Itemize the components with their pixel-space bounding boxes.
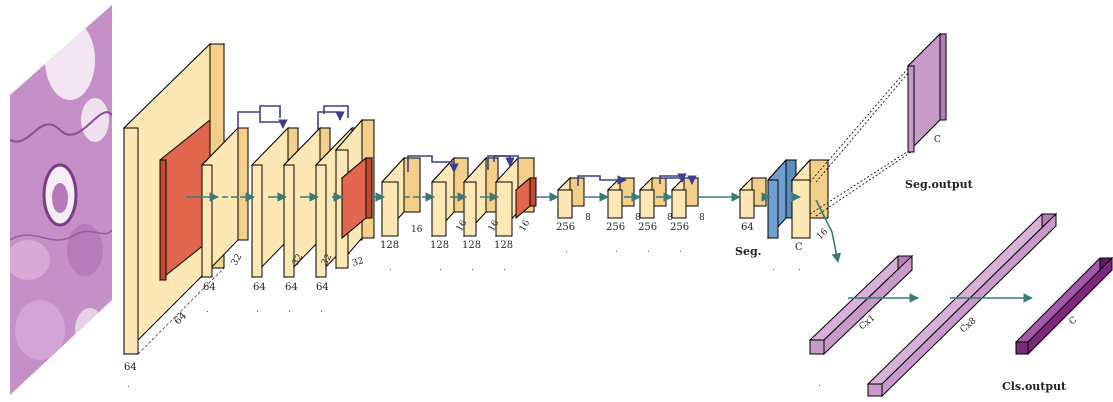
stage1-label-f: 64 bbox=[316, 282, 329, 293]
seg-dot-2: . bbox=[798, 263, 801, 273]
stage3-label-b: 8 bbox=[585, 213, 591, 223]
stage1-label-b: 32 bbox=[230, 253, 244, 268]
stage2-label-h: 16 bbox=[518, 218, 533, 233]
stage3-label-e: 256 bbox=[638, 222, 657, 233]
stage1-label-h: 32 bbox=[351, 256, 365, 269]
stage1-label-c: 64 bbox=[253, 282, 266, 293]
seg-output-block: C Seg.output bbox=[905, 32, 974, 191]
classification-head: Cx1 Cx8 C Cls.output . bbox=[808, 212, 1113, 398]
stage3-dot-4: . bbox=[679, 245, 682, 255]
segmentation-head: 64 Seg. C 16 . . bbox=[735, 158, 830, 273]
stage1-pool bbox=[340, 156, 374, 240]
stage1-dot-4: . bbox=[320, 305, 323, 315]
skip-s1-a bbox=[237, 111, 288, 130]
skip-s2-a bbox=[407, 155, 459, 173]
stage1-blocks: 64 32 64 32 64 64 32 32 . . . . bbox=[200, 118, 376, 315]
stage3-dot-2: . bbox=[615, 245, 618, 255]
stage3-dot-3: . bbox=[647, 245, 650, 255]
skip-s1-b bbox=[259, 105, 281, 118]
stage2-dot-3: . bbox=[471, 263, 474, 273]
cls-output-title: Cls.output bbox=[1002, 380, 1067, 393]
stage2-label-a: 128 bbox=[380, 240, 399, 251]
stage3-label-h: 8 bbox=[699, 213, 705, 223]
stage3-block-2 bbox=[606, 176, 636, 220]
stage2-label-b: 16 bbox=[411, 225, 423, 235]
stage2-label-e: 128 bbox=[462, 240, 481, 251]
stage2-block-1 bbox=[380, 156, 422, 238]
stage3-label-d: 8 bbox=[635, 213, 641, 223]
stage3-label-g: 256 bbox=[670, 222, 689, 233]
stage3-dot-1: . bbox=[565, 245, 568, 255]
arrow-seg-to-cls bbox=[815, 199, 842, 263]
stage1-dot-1: . bbox=[206, 305, 209, 315]
seg-block-size-label: 16 bbox=[815, 227, 830, 242]
stage1-dot-2: . bbox=[256, 305, 259, 315]
stage3-block-3 bbox=[638, 176, 668, 220]
cls-cx1-bar: Cx1 bbox=[808, 254, 914, 356]
stage3-label-f: 8 bbox=[667, 213, 673, 223]
input-histology-image bbox=[10, 5, 112, 395]
seg-block-c-label: C bbox=[795, 242, 803, 253]
stage2-blocks: 128 16 128 16 128 16 128 16 . . . . bbox=[380, 156, 538, 273]
skip-s3-c bbox=[666, 175, 697, 185]
input-depth-label: 64 bbox=[124, 362, 137, 373]
seg-c-block bbox=[790, 158, 830, 240]
stage1-label-d: 32 bbox=[291, 253, 305, 268]
seg-block-depth-label: 64 bbox=[741, 222, 754, 233]
skip-s2-c bbox=[493, 155, 519, 166]
skip-connections bbox=[237, 105, 697, 186]
seg-block-64 bbox=[738, 176, 768, 220]
cls-c-label: C bbox=[1068, 315, 1080, 327]
stage3-block-1 bbox=[556, 176, 586, 220]
flow-arrows bbox=[186, 192, 1033, 303]
stage3-block-4 bbox=[670, 176, 700, 220]
stage3-label-a: 256 bbox=[556, 222, 575, 233]
stage3-label-c: 256 bbox=[606, 222, 625, 233]
stage1-block-3 bbox=[282, 126, 332, 279]
stage1-label-a: 64 bbox=[203, 282, 216, 293]
stage1-label-e: 64 bbox=[285, 282, 298, 293]
stage1-label-g: 32 bbox=[320, 253, 334, 268]
stage2-dot-2: . bbox=[439, 263, 442, 273]
stage3-blocks: 256 8 256 8 256 8 256 8 . . . . bbox=[556, 176, 705, 255]
skip-s3-b bbox=[659, 173, 687, 184]
stage2-dot-1: . bbox=[389, 263, 392, 273]
stage2-label-g: 128 bbox=[494, 240, 513, 251]
seg-projection-lines bbox=[809, 65, 915, 217]
skip-s1-c bbox=[317, 111, 345, 130]
seg-output-title: Seg.output bbox=[905, 178, 974, 191]
seg-dot-1: . bbox=[772, 263, 775, 273]
seg-output-c-label: C bbox=[934, 135, 941, 145]
cls-c-bar: C bbox=[1014, 256, 1113, 356]
seg-label: Seg. bbox=[735, 245, 761, 258]
input-dot: . bbox=[127, 380, 130, 390]
cls-cx8-bar: Cx8 bbox=[866, 212, 1058, 398]
cls-dot: . bbox=[818, 379, 821, 389]
stage1-block-1 bbox=[200, 126, 250, 279]
skip-s3-a bbox=[577, 175, 627, 186]
skip-s1-d bbox=[323, 105, 349, 118]
stage2-pool bbox=[514, 176, 538, 220]
input-width-label: 64 bbox=[172, 310, 189, 327]
stage2-dot-4: . bbox=[503, 263, 506, 273]
stage2-label-c: 128 bbox=[430, 240, 449, 251]
stage1-dot-3: . bbox=[288, 305, 291, 315]
